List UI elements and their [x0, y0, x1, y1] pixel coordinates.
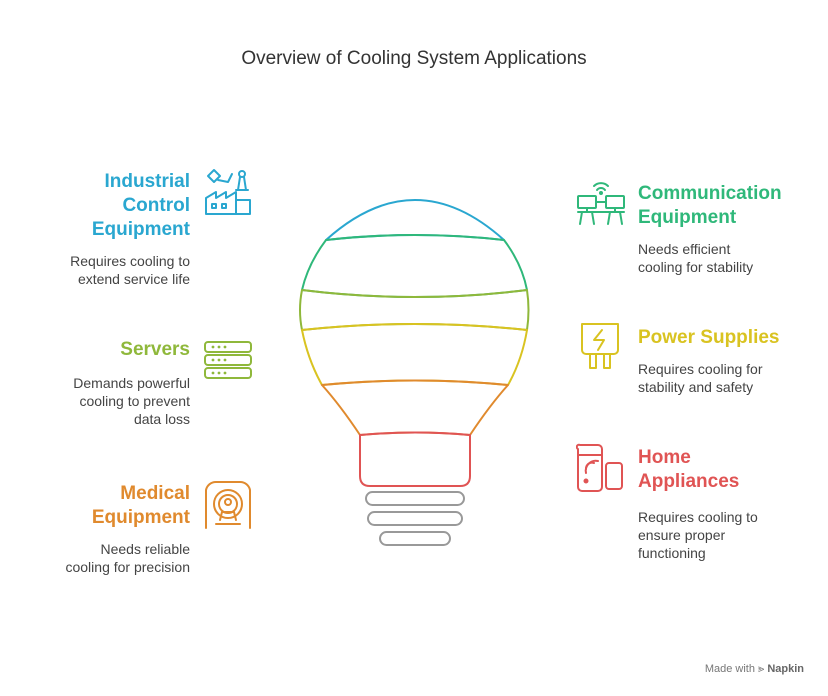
- power-title: Power Supplies: [638, 327, 780, 348]
- power-plug-icon: [581, 323, 619, 369]
- bulb-screw-3: [379, 531, 451, 546]
- bulb-band-power: [301, 323, 528, 386]
- made-with-credit: Made with ⪢ Napkin: [704, 663, 804, 675]
- servers-desc: Demands powerful cooling to prevent data…: [73, 375, 190, 427]
- medical-title: Medical Equipment: [91, 483, 190, 528]
- servers-title: Servers: [120, 339, 190, 360]
- server-rack-icon: [204, 341, 252, 379]
- bulb-band-communication: [301, 234, 528, 298]
- bulb-screw-2: [367, 511, 463, 526]
- factory-robot-arm-icon: [205, 169, 251, 215]
- home-desc: Requires cooling to ensure proper functi…: [638, 509, 758, 561]
- mri-scanner-icon: [205, 480, 251, 529]
- communication-title: Communication Equipment: [638, 183, 782, 228]
- home-title: Home Appliances: [638, 447, 740, 492]
- bulb-band-home: [359, 431, 471, 487]
- industrial-title: Industrial Control Equipment: [91, 171, 190, 240]
- lightbulb-diagram: [299, 199, 530, 546]
- napkin-logo-icon: ⪢: [758, 663, 765, 675]
- page-title: Overview of Cooling System Applications: [241, 48, 587, 69]
- networked-computers-icon: [577, 182, 625, 225]
- bulb-screw-1: [365, 491, 465, 506]
- smart-home-devices-icon: [576, 443, 623, 492]
- industrial-desc: Requires cooling to extend service life: [70, 253, 190, 287]
- bulb-band-medical: [321, 379, 509, 436]
- power-desc: Requires cooling for stability and safet…: [638, 361, 763, 395]
- communication-desc: Needs efficient cooling for stability: [638, 241, 754, 275]
- medical-desc: Needs reliable cooling for precision: [65, 541, 190, 575]
